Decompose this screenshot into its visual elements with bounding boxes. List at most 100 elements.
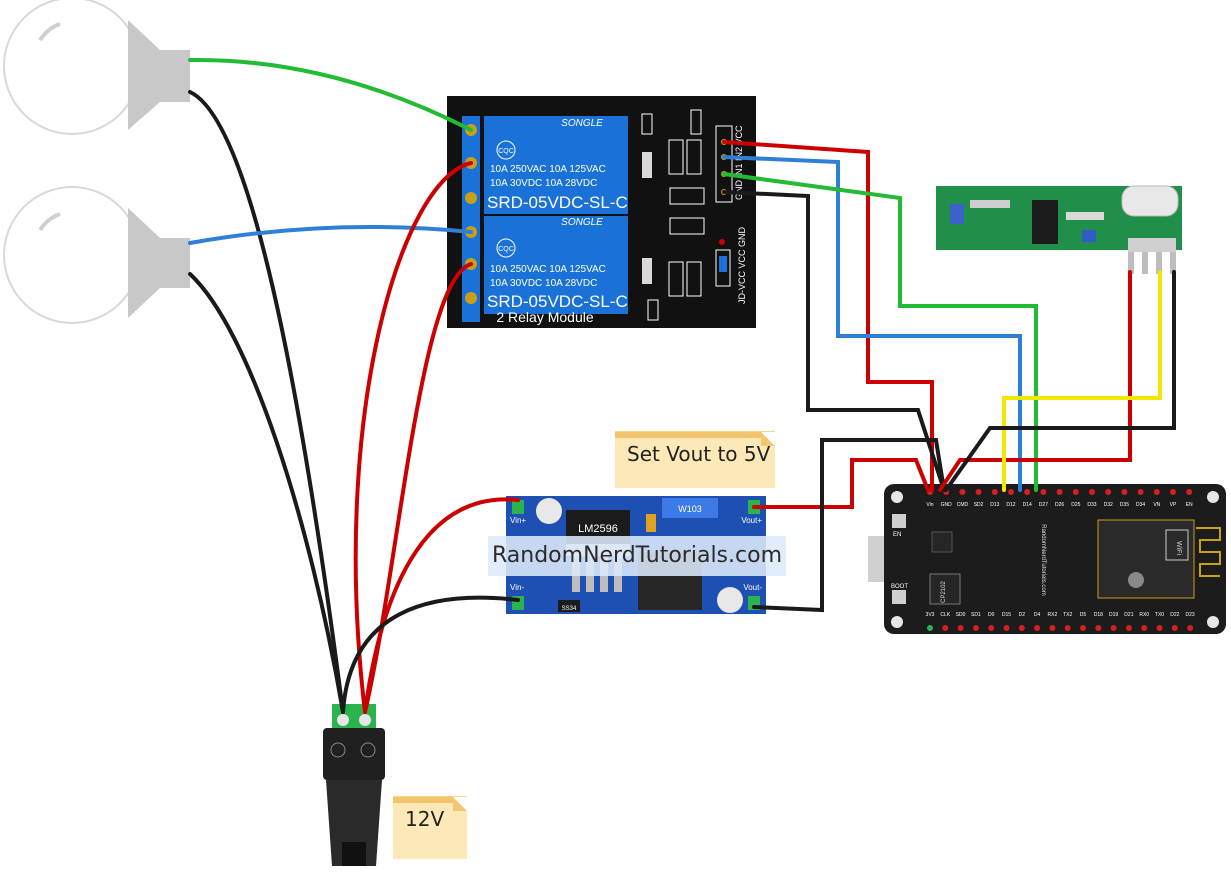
relay2-spec-line1: 10A 250VAC 10A 125VAC — [490, 264, 606, 275]
top-pin-d34 — [1137, 489, 1144, 495]
relay-module: SONGLE SONGLE CQC CQC 10A 250VAC 10A 125… — [447, 96, 756, 328]
top-pin-label: VN — [1153, 502, 1160, 508]
relay-header-pins: GND IN1 IN2 VCC — [734, 125, 744, 200]
lamp-1 — [3, 0, 190, 135]
bottom-pin-label: D22 — [1170, 612, 1179, 618]
bottom-pin-d0 — [988, 625, 995, 631]
bottom-pin-sd1 — [972, 625, 979, 631]
bottom-pin-label: RX0 — [1139, 612, 1149, 618]
buck-vin-minus: Vin- — [510, 583, 524, 592]
top-pin-label: D33 — [1087, 502, 1096, 508]
wire-relay-vcc-red — [722, 140, 934, 492]
wire-lamp2-blue — [188, 224, 473, 245]
esp32-brand: RandomNerdTutorials.com — [1040, 524, 1046, 595]
top-pin-d14 — [1024, 489, 1031, 495]
relay-cert-1: CQC — [498, 148, 514, 155]
buck-diode-label: SS34 — [562, 606, 577, 612]
top-pin-label: D35 — [1120, 502, 1129, 508]
top-pin-d12 — [1008, 489, 1014, 495]
wire-relay1-red — [353, 161, 473, 714]
relay-brand-bottom: SONGLE — [561, 217, 603, 228]
wire-buck-vin-minus — [341, 595, 520, 714]
buck-chip-label: LM2596 — [578, 523, 618, 535]
bottom-pin-rx2 — [1049, 625, 1056, 631]
top-pin-label: Vin — [926, 502, 933, 508]
top-pin-label: GND — [941, 502, 953, 508]
bottom-pin-d2 — [1018, 625, 1025, 631]
bottom-pin-tx2 — [1064, 625, 1071, 631]
bottom-pin-d19 — [1110, 625, 1117, 631]
wire-buck-vout-minus — [752, 438, 946, 613]
relay1-spec-line1: 10A 250VAC 10A 125VAC — [490, 164, 606, 175]
bottom-pin-d15 — [1003, 625, 1010, 631]
esp32-wifi-label: WiFi — [1175, 541, 1182, 555]
bottom-pin-label: TX0 — [1155, 612, 1164, 618]
wire-relay-gnd-black — [722, 190, 946, 492]
buck-vout-plus: Vout+ — [741, 516, 762, 525]
top-pin-d32 — [1105, 489, 1112, 495]
top-pin-en — [1186, 489, 1193, 495]
buck-vout-minus: Vout- — [743, 583, 762, 592]
bottom-pin-label: D2 — [1019, 612, 1026, 618]
bottom-pin-sd0 — [957, 625, 964, 631]
buck-vin-plus: Vin+ — [510, 516, 526, 525]
bottom-pin-d21 — [1125, 625, 1132, 631]
relay-brand-top: SONGLE — [561, 118, 603, 129]
top-pin-d27 — [1040, 489, 1047, 495]
bottom-pin-label: RX2 — [1048, 612, 1058, 618]
wire-rf-vcc-red — [938, 270, 1132, 492]
bottom-pin-label: D18 — [1094, 612, 1103, 618]
note-vout: Set Vout to 5V — [615, 432, 775, 488]
wire-rf-data-yellow — [1002, 270, 1162, 492]
top-pin-vn — [1153, 489, 1160, 495]
bottom-pin-label: SD0 — [956, 612, 966, 618]
bottom-pin-label: D0 — [988, 612, 995, 618]
bottom-pin-d23 — [1187, 625, 1194, 631]
esp32-chip-label: CP2102 — [941, 580, 947, 602]
top-pin-label: D34 — [1136, 502, 1145, 508]
wire-lamp1-green — [188, 57, 473, 132]
bottom-pin-label: D4 — [1034, 612, 1041, 618]
relay1-spec-line2: 10A 30VDC 10A 28VDC — [490, 178, 597, 189]
bottom-pin-label: D15 — [1002, 612, 1011, 618]
relay-cert-2: CQC — [498, 246, 514, 253]
bottom-pin-clk — [942, 625, 949, 631]
top-pin-d33 — [1089, 489, 1095, 495]
top-pin-label: EN — [1186, 502, 1193, 508]
bottom-pin-label: CLK — [940, 612, 950, 618]
top-pin-vp — [1170, 489, 1176, 495]
top-pin-d35 — [1121, 489, 1128, 495]
top-pin-label: D13 — [990, 502, 999, 508]
top-pin-d25 — [1072, 489, 1079, 495]
top-pin-cmd — [959, 489, 966, 495]
top-pin-d13 — [991, 489, 998, 495]
relay-jumper-pins: JD-VCC VCC GND — [737, 226, 747, 304]
wire-buck-vout-plus — [752, 458, 930, 509]
bottom-pin-tx0 — [1156, 625, 1163, 631]
bottom-pin-d5 — [1080, 625, 1086, 631]
bottom-pin-3v3 — [927, 625, 933, 631]
bottom-pin-label: D21 — [1124, 612, 1133, 618]
relay-module-title: 2 Relay Module — [496, 309, 593, 325]
bottom-pin-label: D5 — [1080, 612, 1087, 618]
watermark: RandomNerdTutorials.com — [488, 536, 786, 576]
relay2-spec-line2: 10A 30VDC 10A 28VDC — [490, 278, 597, 289]
top-pin-label: CMD — [957, 502, 969, 508]
relay1-model: SRD-05VDC-SL-C — [487, 193, 628, 212]
top-pin-label: D26 — [1055, 502, 1064, 508]
wire-relay-in1-green — [722, 172, 1038, 492]
top-pin-label: VP — [1170, 502, 1177, 508]
top-pin-label: D12 — [1006, 502, 1015, 508]
bottom-pin-label: 3V3 — [926, 612, 935, 618]
top-pin-sd2 — [975, 489, 982, 495]
top-pin-label: D32 — [1104, 502, 1113, 508]
esp32-boot-label: BOOT — [891, 584, 908, 590]
wires — [188, 57, 1176, 714]
bottom-pin-label: D19 — [1109, 612, 1118, 618]
wire-lamp1-black — [188, 90, 345, 714]
note-fold-icon — [761, 432, 775, 446]
esp32-en-label: EN — [893, 532, 901, 538]
top-pin-label: D14 — [1023, 502, 1032, 508]
top-pin-label: D25 — [1071, 502, 1080, 508]
